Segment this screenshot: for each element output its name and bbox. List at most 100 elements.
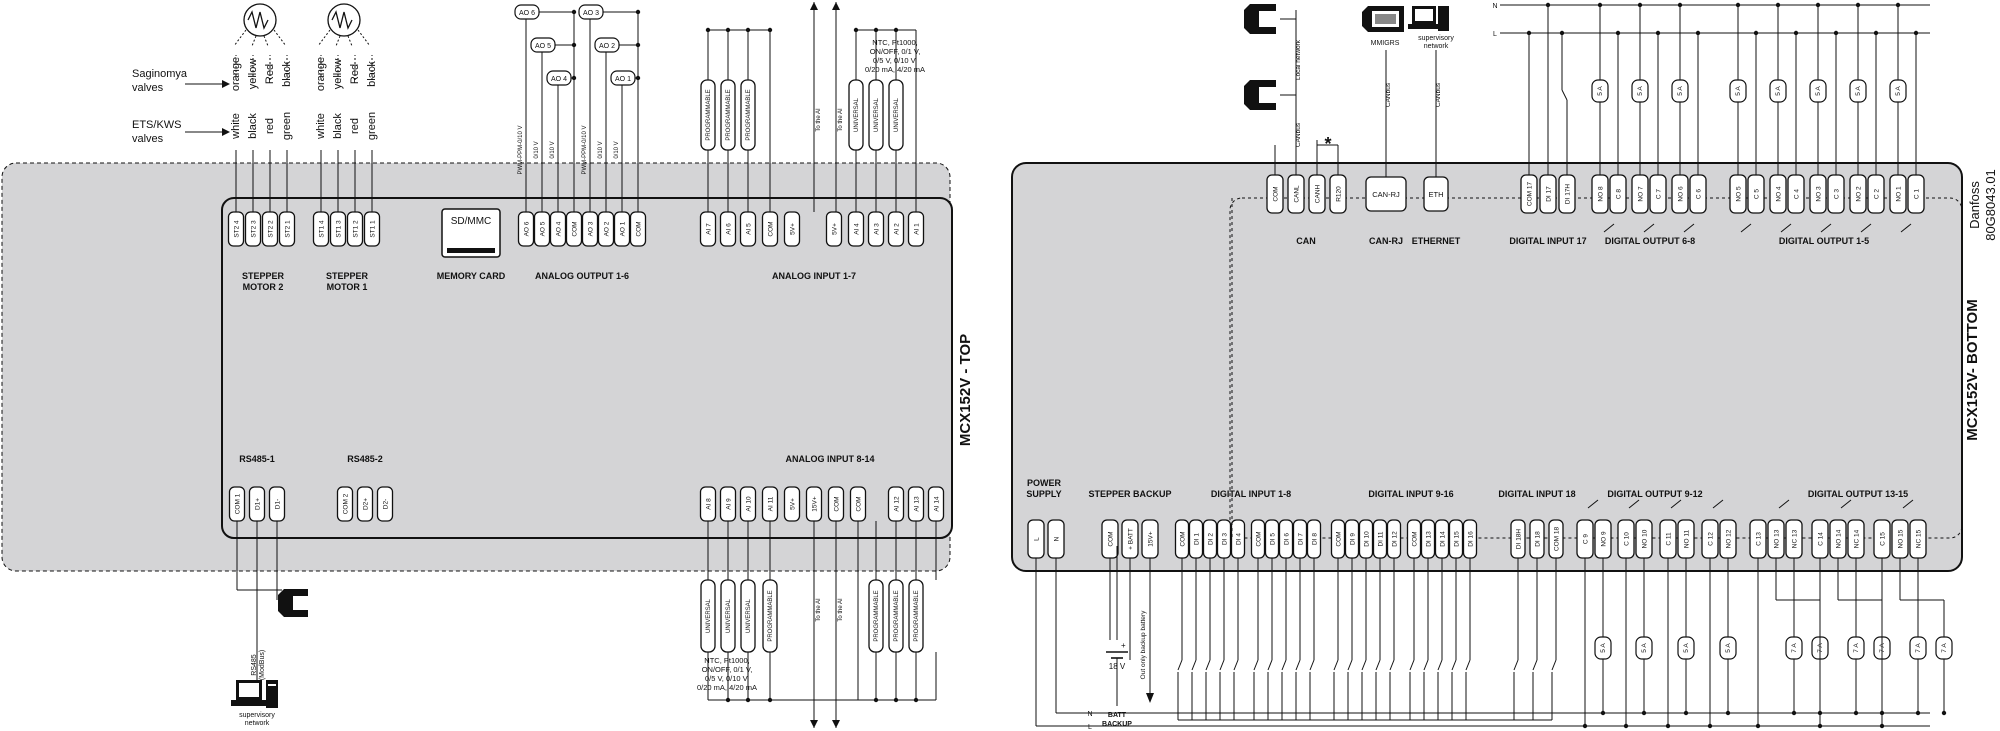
term-ao-2: AO 5 [533,211,551,247]
term-ai814-11: AI 14 [927,486,945,522]
arrow-down-2 [832,720,840,728]
rs485-vert-2: (ModBus) [259,650,266,680]
junction-dot [893,697,899,703]
stepper1-label-2: MOTOR 1 [327,282,368,292]
term-di18-3: DI 2 [1202,519,1218,559]
term-di18-1: COM [1174,519,1190,559]
supervisory-bot-2: network [1424,43,1449,50]
term-di916-6: COM [1406,519,1422,559]
term-ai814-8-label: COM [855,496,862,511]
product-code: 80G8043.01 [1983,169,1998,241]
wire-color-ets-0: white [230,113,242,140]
term-di18s-1-label: DI 18H [1515,529,1522,550]
term-rs485-2-2-label: D2+ [362,498,369,510]
term-di17-1-label: COM 17 [1526,182,1533,207]
term-do1315-4-label: C 14 [1817,532,1824,546]
term-backup-3-label: 15V+ [1147,531,1154,547]
wire-color-ets-7: green [366,112,378,140]
supervisory-pc-icon-bottom [1408,6,1449,31]
term-di916-4-label: DI 11 [1377,531,1384,546]
term-st2-2-box [244,211,262,247]
term-ai814-5: 5V+ [783,486,801,522]
term-di18-5: DI 4 [1230,519,1246,559]
ao-signal-0: PWM-PPM-0/10 V [518,125,524,174]
term-do68-6-label: C 6 [1695,189,1702,200]
term-ao-2-label: AO 5 [539,221,546,236]
term-can-1-label: COM [1272,186,1279,201]
term-do912-1: C 9 [1576,519,1594,559]
term-ai814-9-label: AI 12 [893,496,900,512]
term-do912-7-label: C 12 [1707,532,1714,546]
term-di916-5-label: DI 12 [1391,531,1398,547]
term-di916-8: DI 14 [1434,519,1450,559]
ao-box-label-4: AO 3 [583,10,599,17]
ai-type-top-6: UNIVERSAL [888,79,904,151]
wire-color-labels: whiteorangeblackyellowredRedgreenblackwh… [230,57,378,140]
di-switch-6 [1267,659,1273,671]
term-di18s-2-label: DI 18 [1534,531,1541,547]
junction-dot [1755,723,1761,729]
relay-switch [1820,223,1832,233]
term-ai814-5-box [783,486,801,522]
local-network-label: Local network [1295,39,1302,80]
top-view: MCX152V - TOP Saginomya valves ETS/KWS v… [1,2,974,728]
junction-dot [705,27,711,33]
di-switch-19 [1465,659,1471,671]
term-ai814-8: COM [849,486,867,522]
ai-type-bot-7: PROGRAMMABLE [908,579,924,653]
fuse-bot5-label-1: 5 A [1641,643,1648,653]
ao-signal-2: 0/10 V [550,141,556,158]
term-di18s-3-label: COM 18 [1553,527,1560,552]
term-st1-2: ST1 3 [329,211,347,247]
di18-label: DIGITAL INPUT 18 [1498,489,1575,499]
term-ai17-4: COM [761,211,779,247]
di-switch-21 [1532,659,1538,671]
term-ai814-6: 15V+ [805,486,823,522]
ai-type-top-4-label: UNIVERSAL [854,97,860,132]
power-label-2: SUPPLY [1026,489,1061,499]
ao-signal-5: 0/10 V [614,141,620,158]
term-do68-4-label: C 7 [1655,189,1662,200]
wire-color-sag-2: Red [264,64,276,84]
relay-switch-bottom [1712,499,1724,509]
term-ai17-8-label: AI 3 [873,223,880,235]
term-can-4-label: R120 [1335,186,1342,202]
term-rs485-1-1-label: COM 1 [234,493,241,514]
junction-dot [893,27,899,33]
junction-dot [1526,30,1532,36]
term-di916-8-label: DI 14 [1439,531,1446,547]
term-do1315-8-label: NO 15 [1897,529,1904,548]
ai-type-bot-2-label: UNIVERSAL [726,598,732,633]
term-di18-4-label: DI 3 [1221,533,1228,545]
term-ao-4-label: COM [571,221,578,236]
ao-box-label-6: AO 1 [615,76,631,83]
ai-type-bot-4-label: PROGRAMMABLE [768,590,774,641]
ai-note-bot-2: ON/OFF, 0/1 V, [702,665,753,674]
wire-color-sag-6: Red [349,64,361,84]
di-switch-12 [1361,659,1367,671]
term-do15-2: C 5 [1747,174,1765,214]
term-ai814-3: AI 10 [739,486,757,522]
junction-dot [635,75,641,81]
rs485-1-label: RS485-1 [239,454,275,464]
junction-dot [635,9,641,15]
term-backup-2-label: + BATT [1127,528,1134,550]
term-di17-3-label: DI 17H [1564,184,1571,205]
term-do68-3: NO 7 [1631,174,1649,214]
saginomya-label-1: Saginomya [132,68,188,80]
fuse-bot5-label-2: 5 A [1683,643,1690,653]
term-ai814-6-label: 15V+ [811,496,818,512]
di-switch-10 [1333,659,1339,671]
di916-label: DIGITAL INPUT 9-16 [1368,489,1453,499]
term-di916-5: DI 12 [1386,519,1402,559]
term-ao-3: AO 4 [549,211,567,247]
to-ai-label-2: To the AI [838,108,844,132]
term-ai814-7-label: COM [833,496,840,511]
term-rs485-1-3-label: D1- [274,499,281,509]
term-do15-3: NO 4 [1769,174,1787,214]
term-backup-1: COM [1101,519,1119,559]
bottom-title: MCX152V- BOTTOM [1964,299,1981,440]
junction-dot [873,27,879,33]
term-di18-10-label: DI 8 [1311,533,1318,545]
